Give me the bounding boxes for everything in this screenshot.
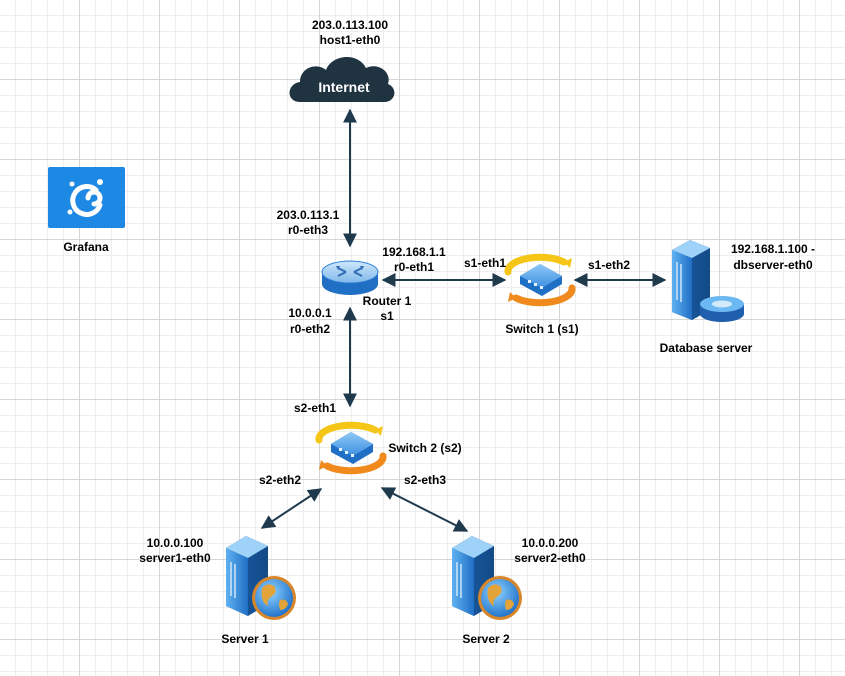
- database-server-icon[interactable]: [672, 240, 744, 322]
- server2-ip-label: 10.0.0.200: [521, 536, 579, 550]
- switch2-icon[interactable]: [315, 421, 387, 475]
- internet-label: Internet: [318, 79, 370, 95]
- database-ip-label: 192.168.1.100 -: [730, 242, 816, 256]
- link-switch2-server1[interactable]: [260, 488, 323, 529]
- grafana-icon: [70, 184, 103, 217]
- switch1-name-label: Switch 1 (s1): [505, 322, 579, 336]
- server1-iface-label: server1-eth0: [139, 551, 211, 565]
- links: [260, 108, 667, 532]
- router-wan-ip-label: 203.0.113.1: [276, 208, 340, 222]
- server2-iface-label: server2-eth0: [514, 551, 586, 565]
- router-lan1-ip-label: 192.168.1.1: [382, 245, 446, 259]
- server2-icon[interactable]: [452, 536, 522, 620]
- switch2-name-label: Switch 2 (s2): [388, 441, 462, 455]
- server1-icon[interactable]: [226, 536, 296, 620]
- router-lan1-iface-label: r0-eth1: [393, 260, 434, 274]
- database-iface-label: dbserver-eth0: [733, 258, 813, 272]
- switch2-port-server1-label: s2-eth2: [258, 473, 302, 487]
- internet-iface-label: host1-eth0: [319, 33, 381, 47]
- server2-name-label: Server 2: [462, 632, 510, 646]
- internet-ip-label: 203.0.113.100: [311, 18, 389, 32]
- switch1-port-db-label: s1-eth2: [587, 258, 631, 272]
- router-wan-iface-label: r0-eth3: [287, 223, 328, 237]
- router-lan2-ip-label: 10.0.0.1: [288, 306, 332, 320]
- grafana-label: Grafana: [63, 240, 109, 254]
- router-icon[interactable]: [321, 260, 379, 295]
- switch1-icon[interactable]: [504, 253, 576, 307]
- link-switch2-server2[interactable]: [380, 487, 469, 532]
- router-lan2-iface-label: r0-eth2: [289, 322, 330, 336]
- switch1-port-router-label: s1-eth1: [463, 256, 507, 270]
- switch2-port-server2-label: s2-eth3: [403, 473, 447, 487]
- server1-ip-label: 10.0.0.100: [146, 536, 204, 550]
- router-name-label: Router 1: [362, 294, 412, 308]
- grafana-node[interactable]: [48, 167, 125, 228]
- internet-node[interactable]: [289, 56, 395, 102]
- server1-name-label: Server 1: [221, 632, 269, 646]
- database-name-label: Database server: [659, 341, 753, 355]
- switch2-port-router-label: s2-eth1: [293, 401, 337, 415]
- cloud-icon: [289, 56, 395, 102]
- router-sub-label: s1: [380, 309, 394, 323]
